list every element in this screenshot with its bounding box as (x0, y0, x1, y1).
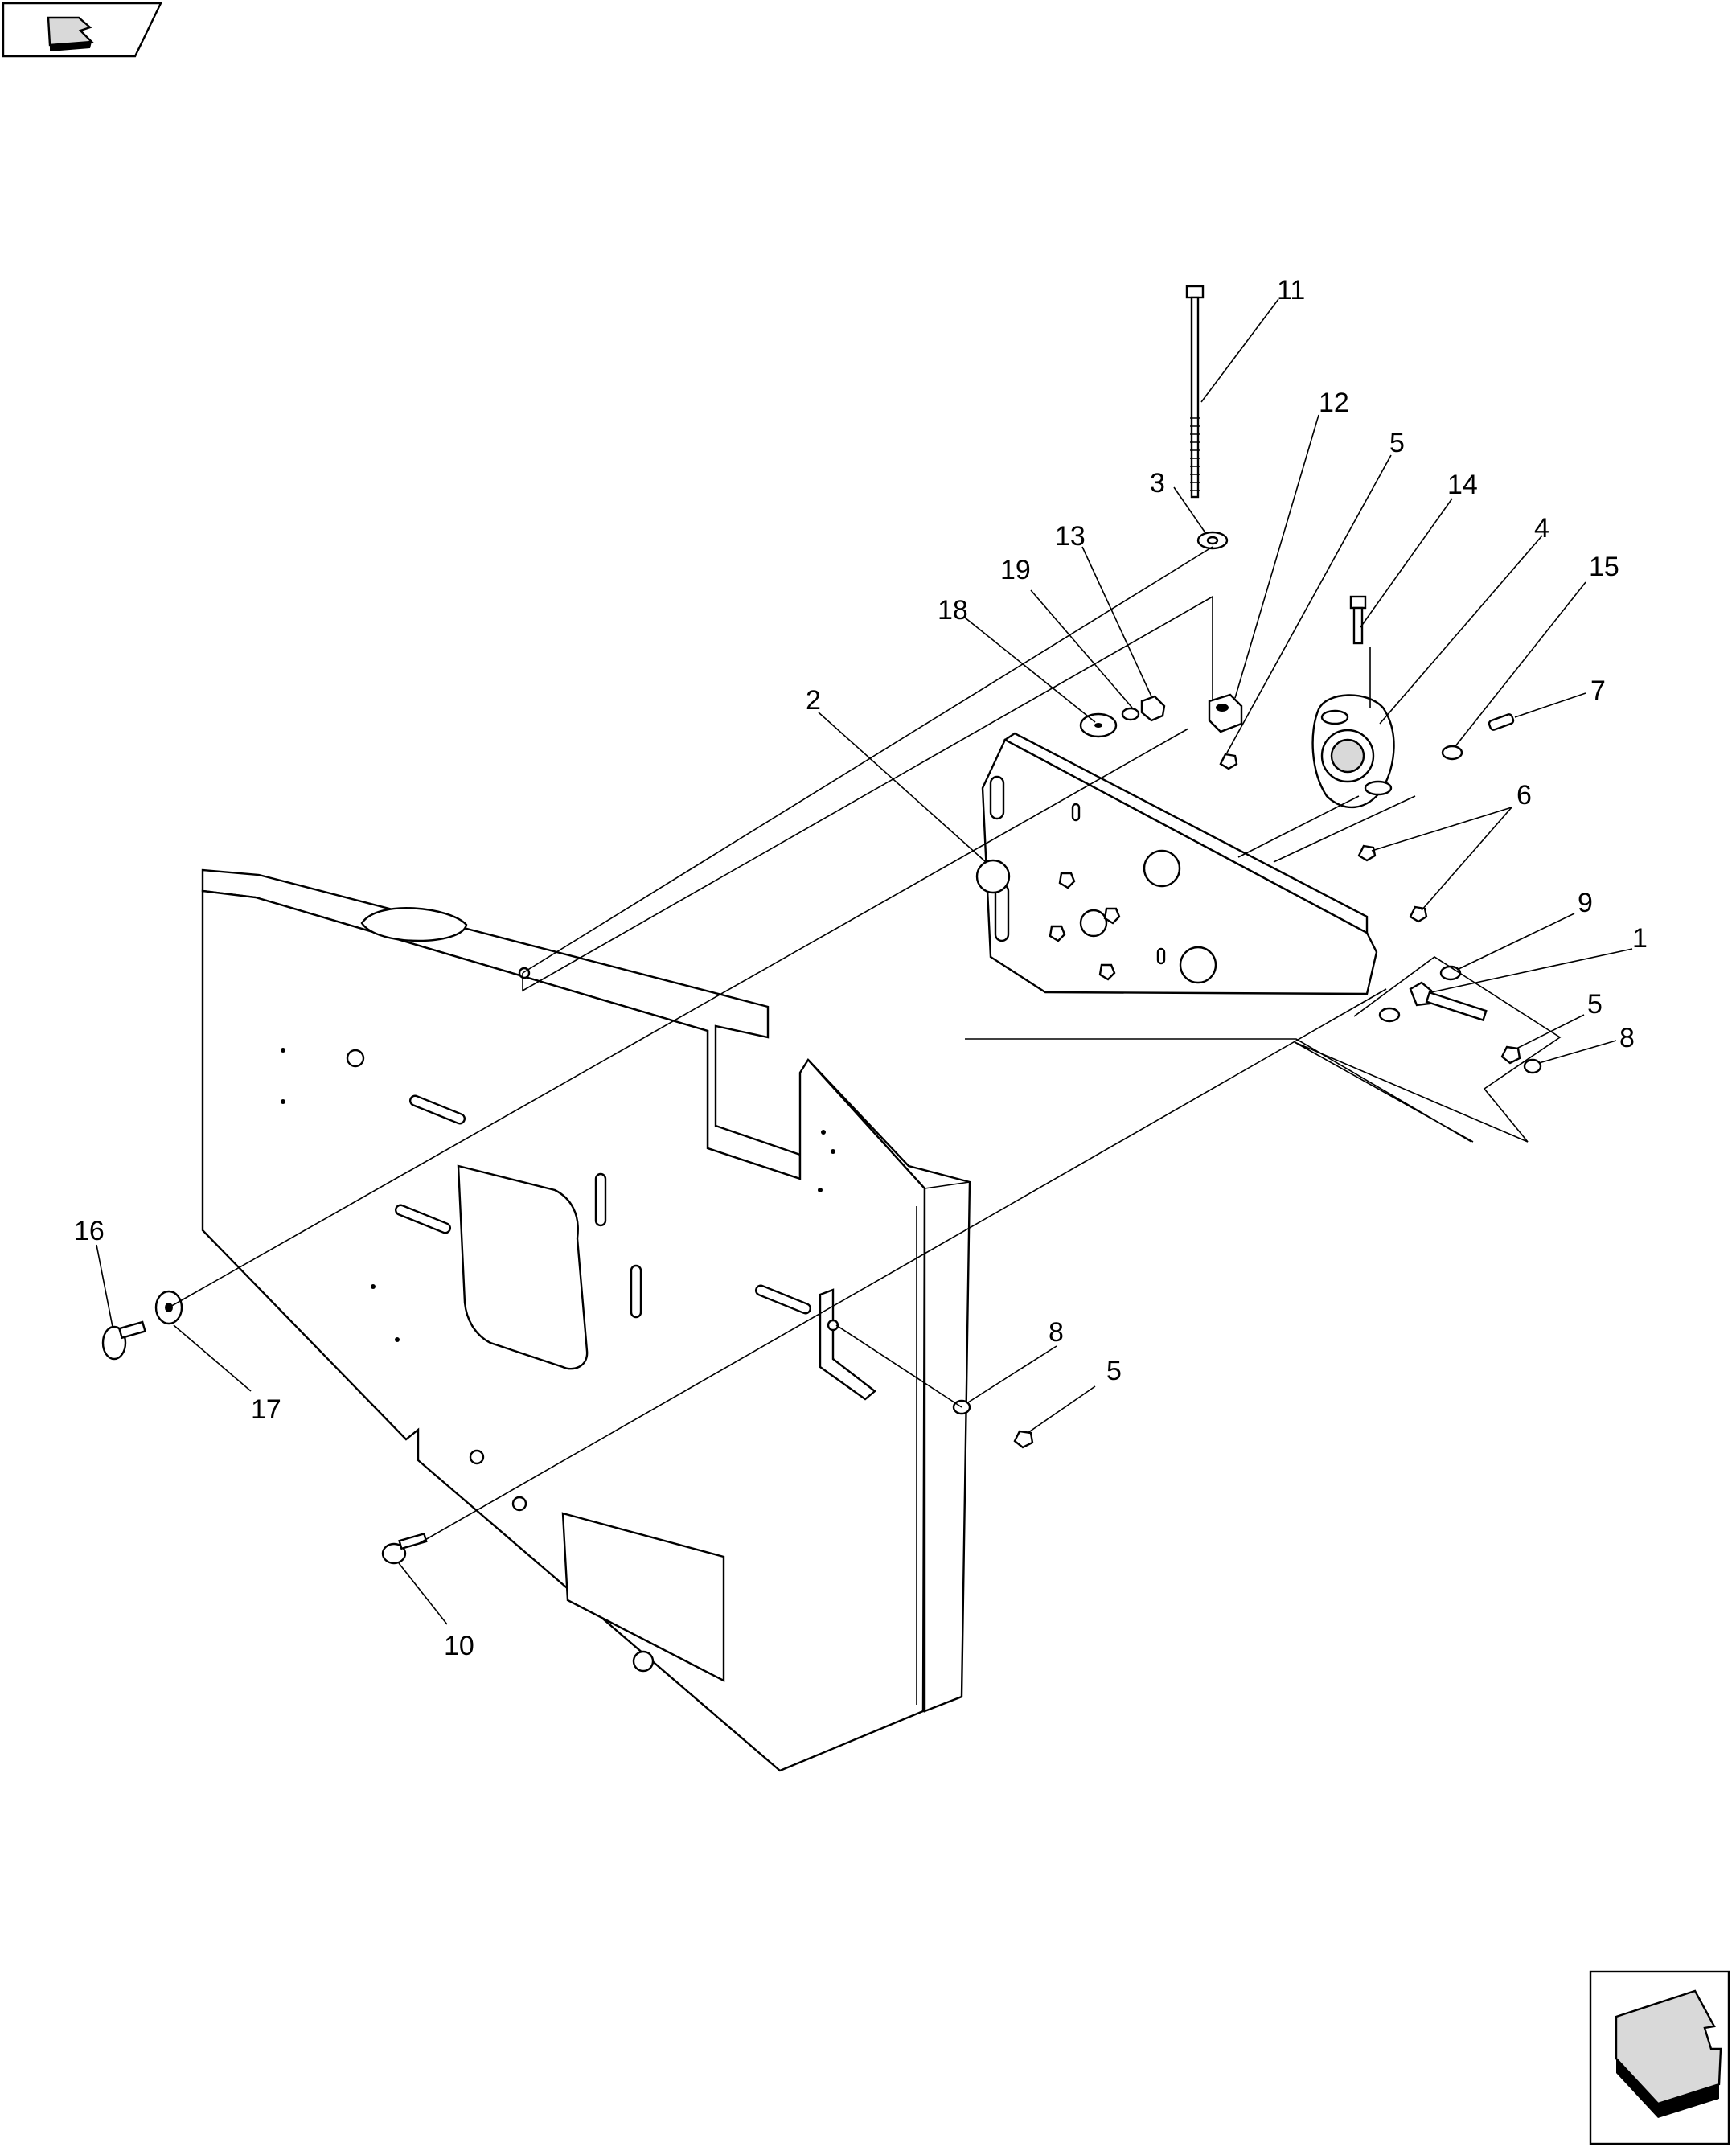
callout-7: 7 (1590, 675, 1606, 706)
bolt-1 (1409, 981, 1488, 1022)
callout-9: 9 (1578, 888, 1593, 918)
callout-17: 17 (251, 1394, 281, 1425)
callout-5: 5 (1389, 428, 1405, 458)
callout-3: 3 (1150, 468, 1165, 499)
callout-11: 11 (1277, 275, 1305, 306)
callout-16: 16 (74, 1216, 105, 1246)
washer-9 (1439, 965, 1462, 981)
assembly-lines (168, 546, 1562, 1545)
nut-5-right (1500, 1045, 1521, 1065)
callout-19: 19 (1000, 555, 1031, 585)
washer-8-right (1523, 1058, 1542, 1074)
carriage-bolt-16 (101, 1320, 146, 1361)
callout-2: 2 (806, 685, 821, 716)
washer-9b (1378, 1007, 1401, 1023)
callout-12: 12 (1319, 388, 1349, 418)
callout-5-bottom: 5 (1106, 1356, 1122, 1386)
callout-4: 4 (1534, 513, 1549, 544)
nut-5-bottom (1013, 1430, 1034, 1449)
bolt-7 (1488, 713, 1515, 731)
bearing (1311, 694, 1395, 808)
callout-1: 1 (1632, 923, 1648, 954)
callout-10: 10 (444, 1631, 474, 1661)
callout-14: 14 (1447, 470, 1478, 500)
washer-15 (1441, 745, 1463, 761)
side-panel (201, 868, 971, 1772)
callout-13: 13 (1055, 521, 1086, 552)
callout-6: 6 (1516, 780, 1532, 811)
nut-5-top (1219, 753, 1238, 770)
bolt-14 (1349, 595, 1367, 645)
nut-6a (1357, 844, 1377, 862)
callouts: 11 12 5 3 14 13 4 19 15 18 7 2 6 9 1 5 8… (74, 275, 1648, 1661)
long-bolt (1185, 285, 1205, 499)
carriage-bolt-10 (381, 1532, 428, 1565)
callout-8-right: 8 (1619, 1023, 1635, 1053)
callout-18: 18 (938, 595, 968, 626)
callout-5-right: 5 (1587, 989, 1603, 1020)
washer-19 (1121, 707, 1140, 721)
callout-8-bottom: 8 (1049, 1317, 1064, 1348)
nut-6b (1409, 905, 1428, 923)
back-arrow-icon[interactable] (2, 2, 162, 58)
callout-15: 15 (1589, 552, 1619, 582)
bracket-plate (975, 732, 1378, 995)
panel-bracket (819, 1288, 876, 1401)
next-arrow-icon[interactable] (1589, 1970, 1730, 2145)
nut-13 (1140, 695, 1166, 722)
spacer (1208, 693, 1243, 733)
leader-lines (96, 298, 1633, 1625)
